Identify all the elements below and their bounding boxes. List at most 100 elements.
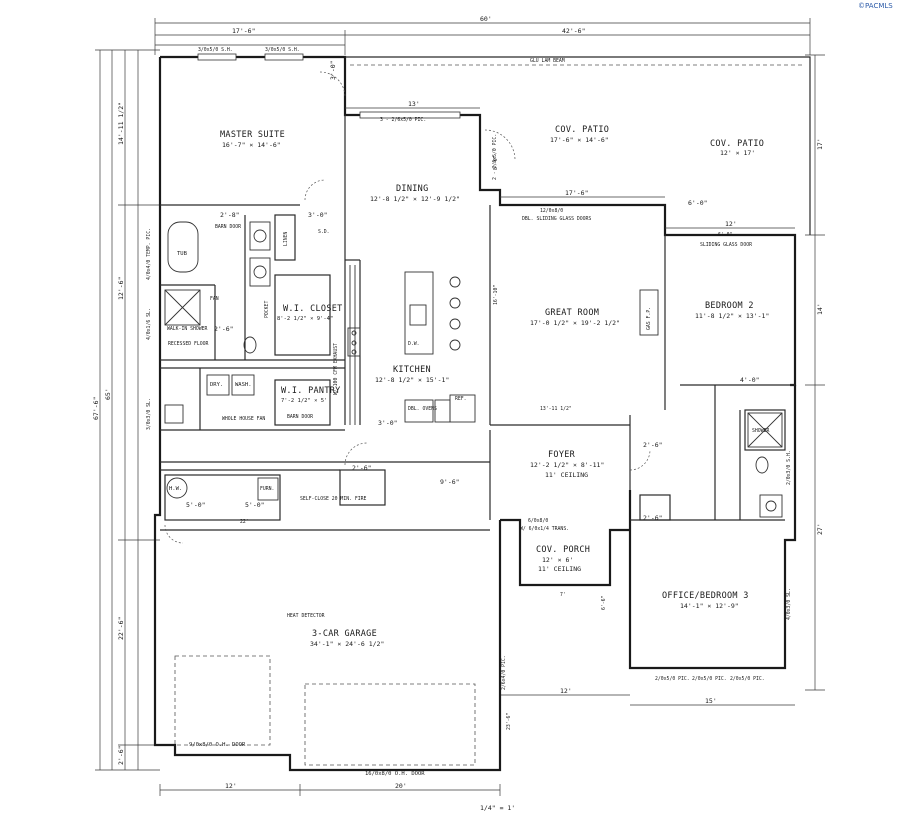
label-furn: FURN. (260, 486, 274, 492)
label-self-close: SELF-CLOSE 20 MIN. FIRE (300, 496, 367, 502)
label-gas-fp: GAS F.P. (646, 307, 652, 330)
room-office-size: 14'-1" × 12'-9" (680, 602, 739, 610)
room-pantry-size: 7'-2 1/2" × 5' (281, 398, 327, 404)
window-office-2: 2/0x5/0 PIC. (692, 676, 727, 682)
window-dining-side: 2 - 2/6x5/0 PIC. (492, 134, 498, 180)
room-foyer-size: 12'-2 1/2" × 8'-11" (530, 461, 604, 469)
room-great-size: 17'-0 1/2" × 19'-2 1/2" (530, 319, 620, 327)
fixtures (164, 71, 783, 766)
label-barn-door-1: BARN DOOR (215, 224, 241, 230)
room-patio-left-size: 17'-6" × 14'-6" (550, 136, 609, 144)
label-heat-detector: HEAT DETECTOR (287, 613, 325, 619)
dim-left-c: 22'-6" (117, 617, 125, 640)
door-garage-2: 16/0x8/0 O.H. DOOR (365, 771, 425, 777)
dim-2-8: 2'-8" (220, 211, 240, 219)
dim-5-0-b: 5'-0" (245, 501, 265, 509)
dim-2-6-b: 2'-6" (352, 464, 372, 472)
dim-2-6-d: 2'-6" (643, 514, 663, 522)
label-dry: DRY. (210, 382, 223, 388)
room-garage-name: 3-CAR GARAGE (312, 629, 377, 639)
dim-bottom-20: 20' (395, 782, 407, 790)
room-great-name: GREAT ROOM (545, 308, 599, 318)
dim-16-10: 16'-10" (493, 285, 499, 305)
room-dining-name: DINING (396, 184, 429, 194)
dim-garage-h: 23'-6" (506, 713, 512, 730)
label-exhaust: W/ 100 CFM EXHAUST (333, 343, 339, 395)
label-linen: LINEN (283, 231, 289, 246)
door-great-slider-note: DBL. SLIDING GLASS DOORS (522, 216, 591, 222)
room-kitchen-name: KITCHEN (393, 365, 431, 375)
dim-8-6: 8'-6" (493, 155, 499, 170)
dim-5-0-a: 5'-0" (186, 501, 206, 509)
dim-right-c: 27' (816, 523, 824, 535)
room-foyer-name: FOYER (548, 450, 576, 460)
label-whole-house-fan: WHOLE HOUSE FAN (222, 416, 265, 422)
label-dw: D.W. (408, 341, 420, 347)
window-master-1: 3/0x5/0 S.H. (198, 47, 233, 53)
label-fan: FAN (210, 296, 219, 302)
dim-dining-width: 13' (408, 100, 420, 108)
window-laundry: 3/0x3/0 SL. (146, 398, 152, 430)
dim-bottom-15: 15' (705, 697, 717, 705)
dim-patio-width: 17'-6" (565, 189, 588, 197)
dim-6-6: 6'-6" (601, 595, 607, 610)
dim-22: 22' (240, 519, 249, 525)
room-closet-size: 8'-2 1/2" × 9'-4" (277, 316, 333, 322)
dim-left-d: 2'-6" (117, 745, 125, 765)
window-garage-side: 2/6x4/0 PIC. (501, 655, 507, 690)
dim-bed2-width: 12' (725, 220, 737, 228)
dim-left-a: 14'-11 1/2" (117, 102, 125, 145)
label-hw: H.W. (169, 486, 182, 492)
room-dining-size: 12'-8 1/2" × 12'-9 1/2" (370, 195, 460, 203)
door-bed2-note: SLIDING GLASS DOOR (700, 242, 752, 248)
room-closet-name: W.I. CLOSET (283, 304, 343, 314)
right-dimensions: 17' 14' 27' (805, 54, 825, 691)
dim-bottom-12b: 12' (560, 687, 572, 695)
label-shower: SHOWER (752, 428, 769, 434)
label-sd: S.D. (318, 229, 330, 235)
dim-bottom-12: 12' (225, 782, 237, 790)
room-porch-note: 11' CEILING (538, 565, 581, 573)
door-garage-1: 9/0x8/0 O.H. DOOR (189, 742, 246, 748)
label-ref: REF. (455, 396, 467, 402)
door-great-slider: 12/0x8/0 (540, 208, 563, 214)
door-front: 6/0x8/0 (528, 518, 548, 524)
bottom-dimensions: 12' 20' 12' 15' (159, 687, 795, 796)
window-office-3: 2/0x5/0 PIC. (730, 676, 765, 682)
room-bed2-size: 11'-8 1/2" × 13'-1" (695, 312, 769, 320)
window-master-side: 4/0x4/0 TEMP. PIC. (146, 228, 152, 280)
windows-doors: 3/0x5/0 S.H. 3/0x5/0 S.H. 3 - 2/6x5/0 PI… (146, 47, 792, 777)
dim-3-0-a: 3'-0" (308, 211, 328, 219)
label-tub: TUB (177, 251, 188, 257)
interior-walls (160, 115, 795, 531)
dim-right-b: 14' (816, 303, 824, 315)
room-porch-name: COV. PORCH (536, 545, 590, 555)
room-master-size: 16'-7" × 14'-6" (222, 141, 281, 149)
window-bath: 2/0x3/0 S.H. (786, 450, 792, 485)
label-dbl-ovens: DBL. OVENS (408, 406, 437, 412)
room-patio-right-size: 12' × 17' (720, 149, 755, 157)
door-bed2-slider: 6'-0" (718, 232, 733, 238)
exterior-walls (153, 55, 811, 772)
room-patio-left-name: COV. PATIO (555, 125, 609, 135)
label-barn-door-2: BARN DOOR (287, 414, 313, 420)
dim-right-a: 17' (816, 138, 824, 150)
dim-left-main: 65' (104, 388, 112, 400)
brand-watermark: ©PACMLS (858, 2, 893, 10)
dim-3-0-b: 3'-0" (378, 419, 398, 427)
dim-2-6-c: 2'-6" (643, 441, 663, 449)
left-dimensions: 67'-6" 65' 14'-11 1/2" 12'-6" 22'-6" 2'-… (92, 49, 160, 771)
dim-top-right: 42'-6" (562, 27, 585, 35)
label-glulam: GLU LAM BEAM (530, 58, 565, 64)
dim-9-6: 9'-6" (440, 478, 460, 486)
dim-left-total: 67'-6" (92, 397, 100, 420)
room-office-name: OFFICE/BEDROOM 3 (662, 591, 749, 601)
label-recessed: RECESSED FLOOR (168, 341, 209, 347)
dim-4-0: 4'-0" (740, 376, 760, 384)
window-master-2: 3/0x5/0 S.H. (265, 47, 300, 53)
window-dining: 3 - 2/6x5/0 PIC. (380, 117, 426, 123)
room-porch-size: 12' × 6' (542, 556, 573, 564)
dim-top-left: 17'-6" (232, 27, 255, 35)
room-patio-right-name: COV. PATIO (710, 139, 764, 149)
